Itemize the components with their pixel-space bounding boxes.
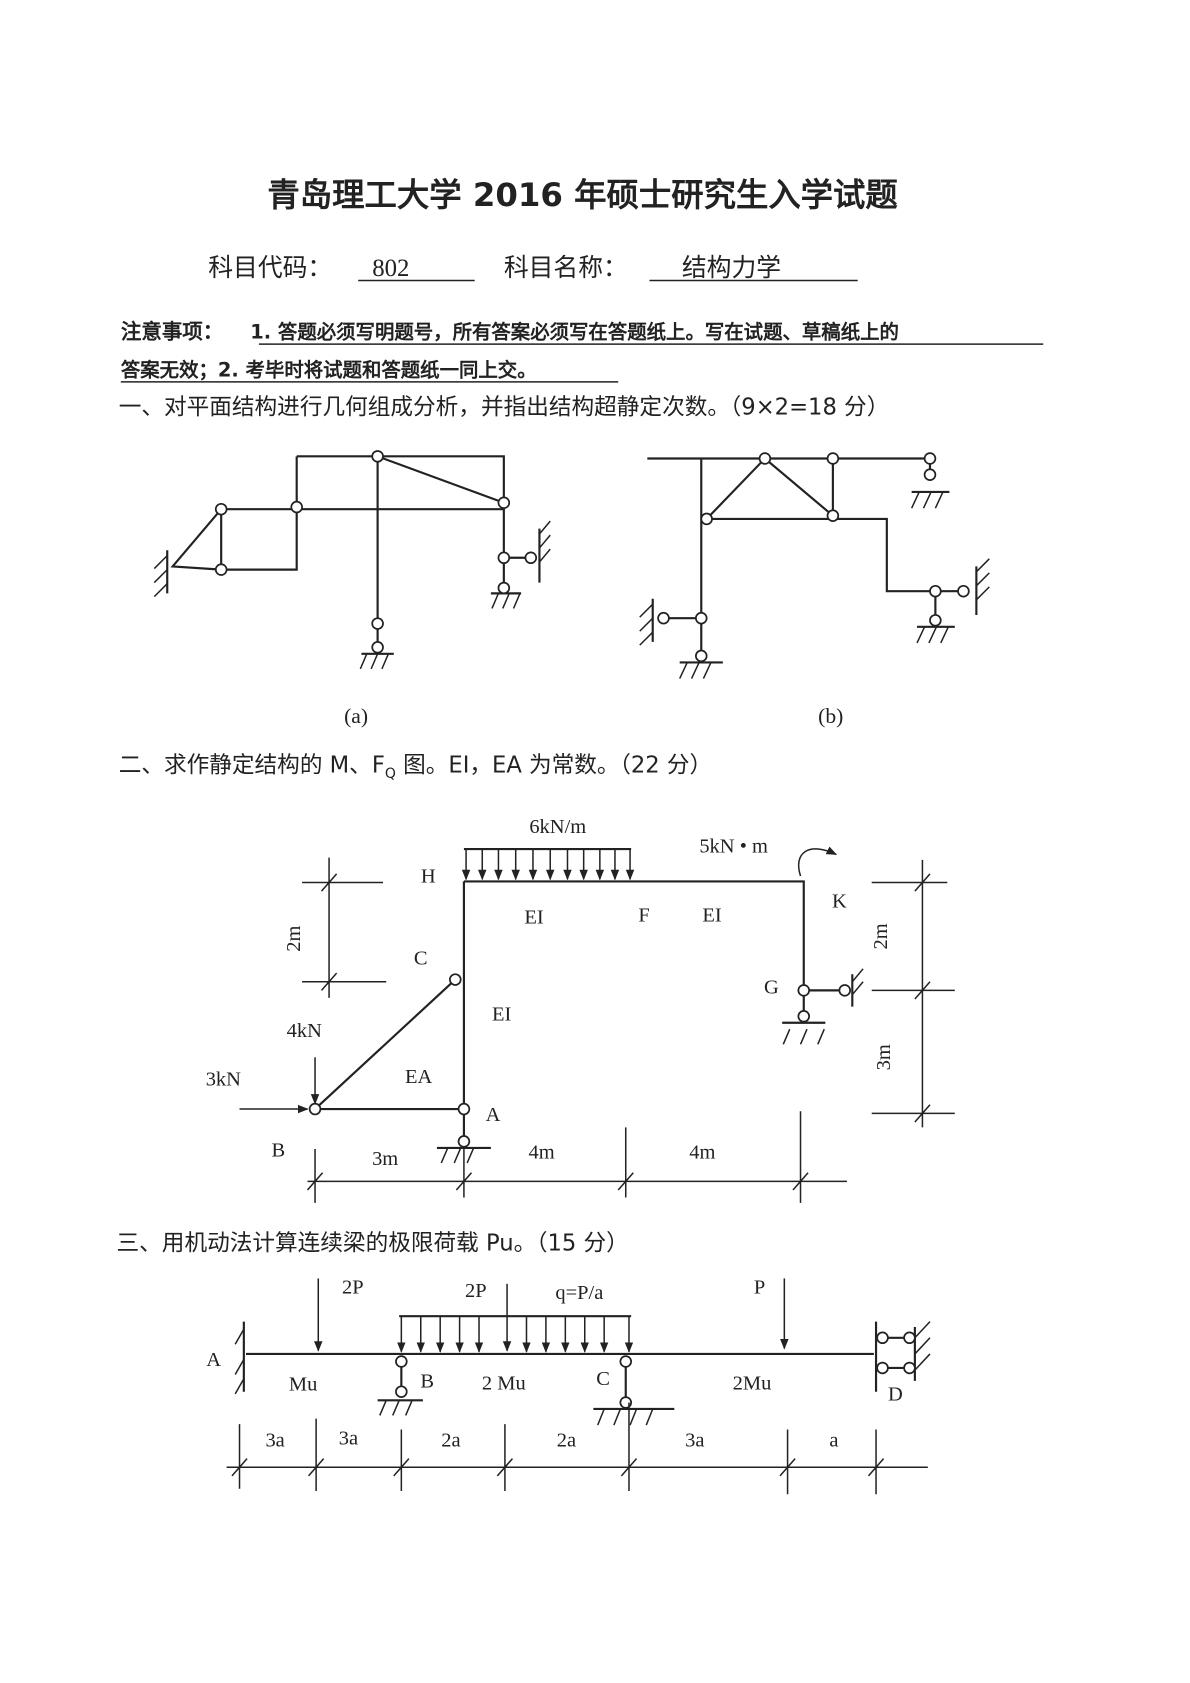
load-label: 2P [342,1277,364,1299]
moment-label: 5kN • m [699,835,768,857]
subject-name: 结构力学 [682,253,781,282]
notice-line-1: 1. 答题必须写明题号，所有答案必须写在答题纸上。写在试题、草稿纸上的 [250,321,899,344]
subject-code-label: 科目代码： [208,253,332,282]
moment-capacity-label: 2 Mu [482,1373,526,1395]
node-b-label: B [420,1370,434,1392]
force-4kn-label: 4kN [287,1020,322,1042]
subject-name-label: 科目名称： [504,253,628,282]
load-label: 6kN/m [529,816,586,838]
node-b-label: B [272,1140,286,1162]
dimension-label: 4m [529,1142,555,1164]
dimension-label: 2m [283,925,305,951]
question-1: 一、对平面结构进行几何组成分析，并指出结构超静定次数。（9×2=18 分） [119,394,890,420]
figure-2-labels: 6kN/m 5kN • m H EI F EI K C EI G 4kN EA … [206,816,895,1170]
moment-capacity-label: Mu [289,1374,317,1396]
dimension-label: 3a [339,1428,358,1450]
dimension-label: 2m [870,923,892,949]
dimension-label: 2a [441,1430,460,1452]
dimension-label: 3m [873,1044,895,1070]
figure-b-structure [639,452,990,679]
load-label: P [754,1277,765,1299]
notice-line-2: 答案无效；2. 考毕时将试题和答题纸一同上交。 [121,359,537,382]
question-3: 三、用机动法计算连续梁的极限荷载 Pu。（15 分） [117,1230,629,1256]
figure-a-label: (a) [344,704,368,728]
figure-a-structure [153,450,551,670]
subject-code: 802 [372,255,409,282]
load-label: 2P [465,1280,487,1302]
node-g-label: G [764,977,779,999]
ei-label: EI [524,906,544,928]
dimension-label: 3m [372,1148,398,1170]
figure-2-frame [239,846,955,1203]
figure-3-labels: A 2P 2P q=P/a P Mu B 2 Mu C 2Mu D 3a 3a … [206,1277,903,1452]
page-title: 青岛理工大学 2016 年硕士研究生入学试题 [267,176,898,214]
question-2: 二、求作静定结构的 M、FQ 图。EI，EA 为常数。（22 分） [119,752,712,781]
node-k-label: K [832,890,847,912]
force-3kn-label: 3kN [206,1068,241,1090]
dimension-label: a [829,1430,838,1452]
node-c-label: C [596,1368,610,1390]
node-h-label: H [421,865,436,887]
dimension-label: 2a [557,1430,576,1452]
node-c-label: C [414,947,428,969]
moment-capacity-label: 2Mu [733,1373,772,1395]
notice-label: 注意事项： [121,320,223,344]
node-a-label: A [486,1104,501,1126]
figure-b-label: (b) [818,704,843,728]
dimension-label: 3a [265,1430,284,1452]
load-label: q=P/a [555,1282,603,1304]
ea-label: EA [405,1066,433,1088]
ei-label: EI [702,904,722,926]
node-d-label: D [888,1383,903,1405]
dimension-label: 4m [689,1142,715,1164]
node-f-label: F [638,904,649,926]
figure-3-beam [226,1278,931,1495]
dimension-label: 3a [685,1430,704,1452]
node-a-label: A [206,1349,221,1371]
ei-label: EI [492,1004,512,1026]
